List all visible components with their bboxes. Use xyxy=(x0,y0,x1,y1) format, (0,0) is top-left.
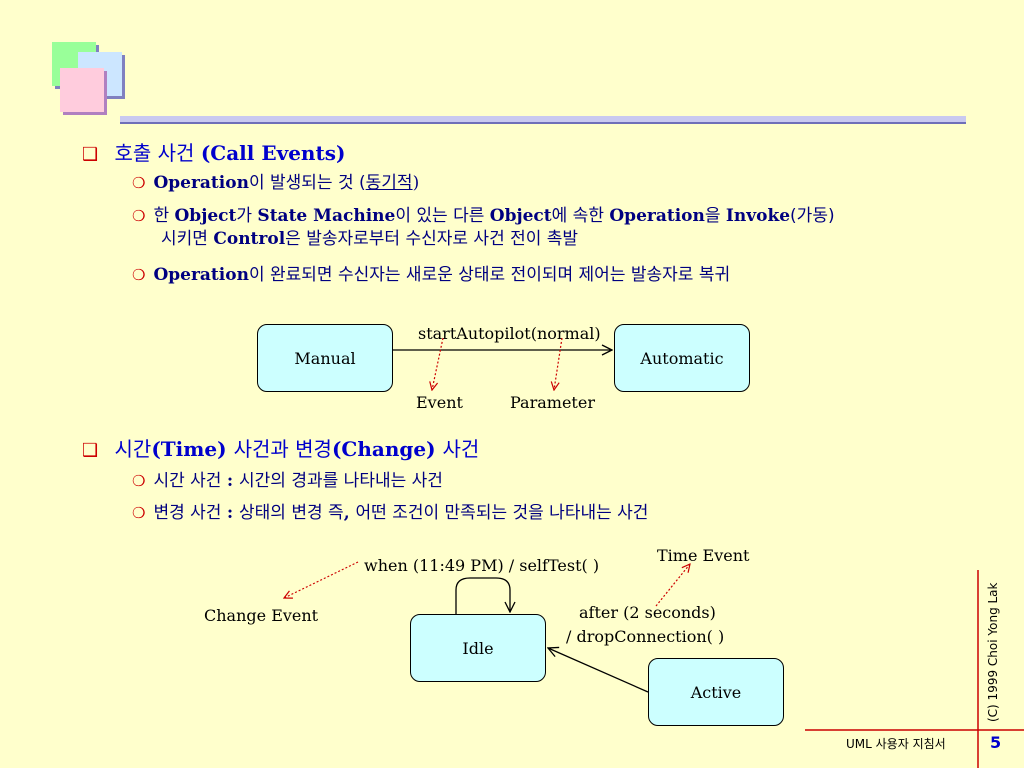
text-run: 시간 사건 xyxy=(153,471,227,491)
section1-item-2: ❍한 Object가 State Machine이 있는 다른 Object에 … xyxy=(132,205,835,251)
text-run: 변경 사건 xyxy=(153,503,227,523)
circle-bullet-icon: ❍ xyxy=(132,472,146,490)
text-run: : xyxy=(226,471,240,491)
time-event-pointer xyxy=(655,564,690,607)
state-manual: Manual xyxy=(257,324,393,392)
text-run: Operation xyxy=(609,206,705,226)
parameter-pointer xyxy=(554,337,563,390)
transition-label: startAutopilot(normal) xyxy=(418,324,601,343)
after-label: after (2 seconds) xyxy=(579,603,716,622)
logo-square-pink xyxy=(60,68,104,112)
square-bullet-icon: ❑ xyxy=(82,440,99,461)
text-run: 에 속한 xyxy=(551,206,610,226)
section2-item-2: ❍ 변경 사건 : 상태의 변경 즉, 어떤 조건이 만족되는 것을 나타내는 사… xyxy=(132,502,648,525)
drop-connection-label: / dropConnection( ) xyxy=(566,627,725,646)
text-run: 이 완료되면 수신자는 새로운 상태로 전이되며 제어는 발송자로 복귀 xyxy=(248,265,731,285)
section2-heading: ❑ 시간(Time) 사건과 변경(Change) 사건 xyxy=(82,433,479,462)
change-event-label: Change Event xyxy=(204,606,319,625)
copyright-text: (C) 1999 Choi Yong Lak xyxy=(986,582,1000,723)
transition-arrow-active-idle xyxy=(548,648,649,693)
circle-bullet-icon: ❍ xyxy=(132,266,146,284)
self-transition-label: when (11:49 PM) / selfTest( ) xyxy=(364,556,600,575)
section1-en-label: (Call Events) xyxy=(200,141,346,165)
square-bullet-icon: ❑ xyxy=(82,144,99,165)
text-run: 을 xyxy=(704,206,726,226)
change-event-pointer xyxy=(284,561,359,598)
text-run: : xyxy=(226,503,240,523)
text-run: 이 있는 다른 xyxy=(395,206,490,226)
text-run: ) xyxy=(412,173,420,193)
text-run: Control xyxy=(213,228,286,249)
section1-item-3: ❍ Operation이 완료되면 수신자는 새로운 상태로 전이되며 제어는 발… xyxy=(132,264,730,287)
state-active-label: Active xyxy=(690,682,742,702)
state-automatic: Automatic xyxy=(614,324,750,392)
text-run: (Time) xyxy=(151,437,234,461)
state-idle-label: Idle xyxy=(462,638,494,658)
self-transition-loop xyxy=(455,577,510,614)
circle-bullet-icon: ❍ xyxy=(132,174,146,192)
event-label: Event xyxy=(416,393,463,412)
text-run: 시간의 경과를 나타내는 사건 xyxy=(239,471,443,491)
text-run: 가 xyxy=(236,206,258,226)
section1-item-1: ❍ Operation이 발생되는 것 (동기적) xyxy=(132,172,419,195)
section1-ko-label: 호출 사건 xyxy=(114,141,201,165)
section2-item-1: ❍ 시간 사건 : 시간의 경과를 나타내는 사건 xyxy=(132,470,443,493)
page-number: 5 xyxy=(990,733,1002,752)
text-run: 한 xyxy=(153,206,175,226)
text-run: Operation xyxy=(153,265,249,285)
text-run: 이 발생되는 것 ( xyxy=(248,173,366,193)
time-event-label: Time Event xyxy=(657,546,750,565)
state-active: Active xyxy=(648,658,784,726)
text-run: 동기적 xyxy=(365,173,413,193)
circle-bullet-icon: ❍ xyxy=(132,504,146,522)
footer-title: UML 사용자 지침서 xyxy=(846,737,946,751)
circle-bullet-icon: ❍ xyxy=(132,207,146,225)
text-run: Operation xyxy=(153,173,249,193)
text-run: Invoke xyxy=(725,206,791,226)
text-run: (Change) xyxy=(331,437,443,461)
text-run: Object xyxy=(489,206,552,226)
state-automatic-label: Automatic xyxy=(640,348,724,368)
state-idle: Idle xyxy=(410,614,546,682)
state-manual-label: Manual xyxy=(294,348,356,368)
text-run: State Machine xyxy=(257,206,396,226)
section1-heading: ❑ 호출 사건 (Call Events) xyxy=(82,137,345,166)
text-run: 어떤 조건이 만족되는 것을 나타내는 사건 xyxy=(355,503,649,523)
title-rule xyxy=(120,116,966,124)
event-pointer xyxy=(432,337,444,390)
text-run: 은 발송자로부터 수신자로 사건 전이 촉발 xyxy=(285,228,579,249)
text-run: 사건 xyxy=(442,437,480,461)
text-run: Object xyxy=(174,206,237,226)
text-run: (가동) xyxy=(790,206,835,226)
text-run: , xyxy=(343,503,356,523)
text-run: 시키면 xyxy=(161,228,214,249)
text-run: 상태의 변경 즉 xyxy=(239,503,344,523)
parameter-label: Parameter xyxy=(510,393,595,412)
text-run: 시간 xyxy=(114,437,152,461)
text-run: 사건과 변경 xyxy=(233,437,332,461)
